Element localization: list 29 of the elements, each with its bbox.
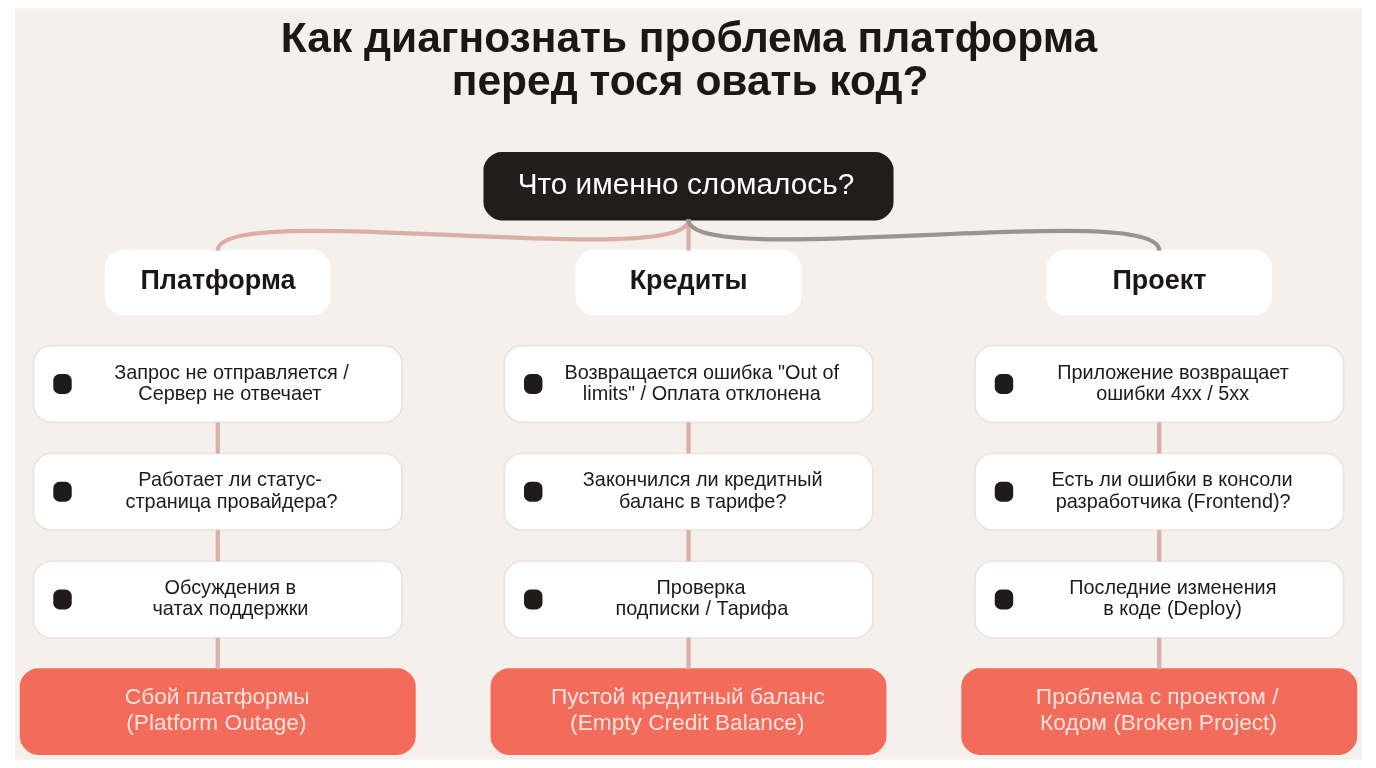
connector — [1156, 637, 1161, 669]
connector — [215, 218, 690, 253]
connector — [686, 218, 1161, 253]
node-box: Проблема с проектом / Кодом (Broken Project) — [960, 668, 1357, 755]
node-box: Приложение возвращает ошибки 4xx / 5xx — [973, 344, 1344, 424]
node-box: Возвращается ошибка "Out of limits" / Оплата отклонена — [502, 344, 874, 424]
node-box: Пустой кредитный баланс (Empty Credit Balance) — [490, 668, 886, 755]
node-box: Сбой платформы (Platform Outage) — [19, 668, 416, 755]
node-box: Запрос не отправляется / Сервер не отвечает — [32, 344, 403, 424]
node-box: Проект — [1045, 249, 1272, 316]
connector — [215, 637, 220, 669]
diagram-title: Как диагнознать проблема платформа перед тося овать код? — [280, 13, 1097, 104]
connector — [685, 422, 691, 454]
connector — [215, 422, 220, 454]
node-box: Что именно сломалось? — [482, 152, 894, 221]
node-box: Работает ли статус-страница провайдера? — [32, 452, 403, 531]
node-box: Закончился ли кредитный баланс в тарифе? — [502, 452, 874, 531]
connector — [685, 219, 691, 251]
connector — [1156, 422, 1161, 454]
connector — [685, 637, 691, 669]
node-box: Есть ли ошибки в консоли разработчика (Frontend)? — [973, 452, 1344, 531]
node-box: Последние изменения в коде (Deploy) — [973, 560, 1344, 639]
connector — [1156, 530, 1161, 562]
node-box: Проверка подписки / Тарифа — [502, 560, 874, 639]
node-box: Кредиты — [575, 249, 801, 316]
connector — [215, 530, 220, 562]
node-box: Обсуждения в чатах поддержки — [32, 560, 403, 639]
connector — [685, 530, 691, 562]
node-box: Платформа — [104, 249, 331, 316]
